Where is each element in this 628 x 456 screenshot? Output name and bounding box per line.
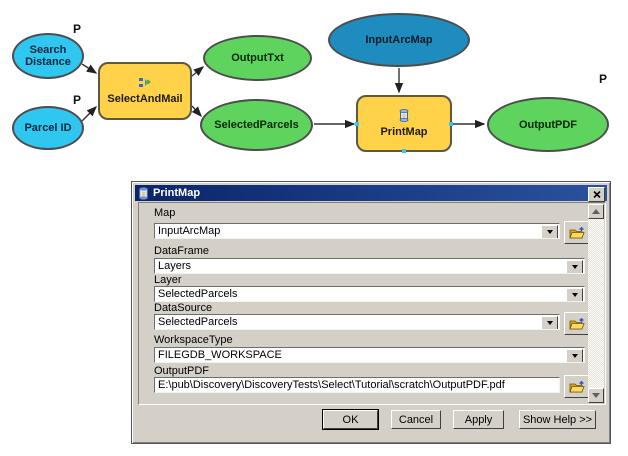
workspacetype-combobox[interactable]: FILEGDB_WORKSPACE — [154, 347, 585, 363]
scroll-down-icon[interactable] — [588, 388, 604, 403]
datasource-label: DataSource — [154, 302, 213, 314]
dataframe-combobox[interactable]: Layers — [154, 258, 585, 274]
connect-anchor — [402, 149, 406, 153]
dialog-titlebar[interactable]: PrintMap — [135, 185, 607, 202]
outputpdf-label: OutputPDF — [154, 365, 210, 377]
chevron-down-icon[interactable] — [541, 225, 558, 238]
outputpdf-browse-button[interactable] — [564, 375, 590, 398]
ok-button[interactable]: OK — [322, 409, 379, 430]
layer-label: Layer — [154, 274, 182, 286]
script-icon — [398, 108, 410, 125]
model-node-input-arcmap[interactable]: InputArcMap — [328, 13, 470, 67]
datasource-value: SelectedParcels — [158, 316, 238, 328]
dialog-title: PrintMap — [153, 187, 201, 199]
layer-combobox[interactable]: SelectedParcels — [154, 286, 585, 302]
parameters-scrollbar[interactable] — [588, 204, 604, 403]
p-mark-output-pdf: P — [599, 72, 608, 86]
folder-icon — [569, 227, 585, 239]
layer-value: SelectedParcels — [158, 288, 238, 300]
parameters-panel: Map InputArcMap DataFrame Layers Layer S… — [138, 202, 606, 405]
outputpdf-value: E:\pub\Discovery\DiscoveryTests\Select\T… — [158, 379, 505, 391]
model-node-print-map[interactable]: PrintMap — [355, 95, 453, 153]
chevron-down-icon[interactable] — [541, 316, 558, 329]
close-icon[interactable] — [588, 187, 605, 202]
connect-anchor — [449, 122, 453, 126]
chevron-down-icon[interactable] — [566, 288, 583, 301]
folder-icon — [569, 318, 585, 330]
dataframe-label: DataFrame — [154, 245, 210, 257]
p-mark-parcel-id: P — [73, 93, 82, 107]
datasource-browse-button[interactable] — [564, 312, 590, 335]
workspacetype-label: WorkspaceType — [154, 334, 233, 346]
show-help-button[interactable]: Show Help >> — [519, 410, 596, 429]
connect-anchor — [355, 122, 359, 126]
model-node-output-pdf[interactable]: OutputPDF — [487, 97, 609, 152]
model-node-label: SelectAndMail — [107, 93, 183, 105]
cancel-button[interactable]: Cancel — [391, 410, 441, 429]
model-node-selected-parcels[interactable]: SelectedParcels — [200, 99, 313, 151]
dialog-title-script-icon — [137, 186, 150, 200]
scroll-up-icon[interactable] — [588, 204, 604, 219]
map-value: InputArcMap — [158, 225, 221, 237]
model-node-output-txt[interactable]: OutputTxt — [203, 35, 312, 81]
model-node-select-and-mail[interactable]: SelectAndMail — [98, 62, 192, 120]
datasource-combobox[interactable]: SelectedParcels — [154, 314, 560, 330]
workspacetype-value: FILEGDB_WORKSPACE — [158, 349, 282, 361]
p-mark-search-distance: P — [73, 22, 82, 36]
map-browse-button[interactable] — [564, 221, 590, 244]
dataframe-value: Layers — [158, 260, 192, 272]
printmap-tool-dialog: PrintMap Map InputArcMap DataFrame — [131, 181, 611, 444]
model-icon — [138, 77, 152, 92]
chevron-down-icon[interactable] — [566, 349, 583, 362]
model-node-search-distance[interactable]: Search Distance — [12, 33, 84, 79]
outputpdf-input[interactable]: E:\pub\Discovery\DiscoveryTests\Select\T… — [154, 377, 560, 393]
folder-icon — [569, 381, 585, 393]
model-node-label: PrintMap — [380, 126, 428, 138]
apply-button[interactable]: Apply — [453, 410, 504, 429]
map-label: Map — [154, 207, 176, 219]
chevron-down-icon[interactable] — [566, 260, 583, 273]
model-node-parcel-id[interactable]: Parcel ID — [12, 106, 84, 150]
map-combobox[interactable]: InputArcMap — [154, 223, 560, 239]
